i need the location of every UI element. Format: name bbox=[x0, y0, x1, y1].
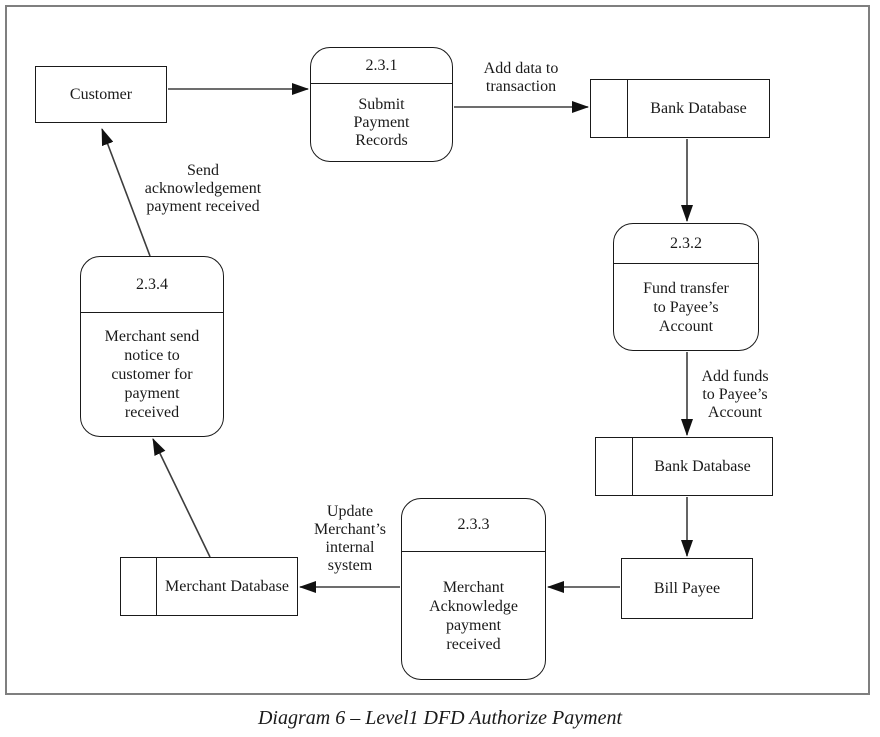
flow-p234-to-customer bbox=[101, 128, 151, 257]
datastore-label: Merchant Database bbox=[165, 577, 289, 595]
external-entity-customer: Customer bbox=[35, 66, 167, 123]
datastore-id-cell bbox=[596, 438, 633, 495]
process-number: 2.3.3 bbox=[402, 499, 545, 552]
external-entity-label: Bill Payee bbox=[653, 579, 721, 597]
datastore-label: Bank Database bbox=[654, 457, 751, 475]
process-label: Fund transfer to Payee’s Account bbox=[643, 279, 729, 335]
datastore-label: Bank Database bbox=[650, 99, 747, 117]
datastore-bank-database-2: Bank Database bbox=[595, 437, 773, 496]
datastore-merchant-database: Merchant Database bbox=[120, 557, 298, 616]
flow-label-add-funds: Add funds to Payee’s Account bbox=[701, 368, 769, 421]
process-number: 2.3.1 bbox=[311, 48, 452, 84]
datastore-bank-database-1: Bank Database bbox=[590, 79, 770, 138]
external-entity-label: Customer bbox=[69, 85, 133, 103]
process-submit-payment-records: 2.3.1 Submit Payment Records bbox=[310, 47, 453, 162]
flow-label-update-merchant: Update Merchant’s internal system bbox=[314, 503, 386, 574]
process-label: Merchant Acknowledge payment received bbox=[429, 578, 518, 653]
datastore-id-cell bbox=[121, 558, 157, 615]
process-fund-transfer: 2.3.2 Fund transfer to Payee’s Account bbox=[613, 223, 759, 351]
diagram-caption: Diagram 6 – Level1 DFD Authorize Payment bbox=[257, 707, 623, 729]
process-number: 2.3.4 bbox=[81, 257, 223, 313]
process-label: Merchant send notice to customer for pay… bbox=[104, 328, 200, 421]
process-label: Submit Payment Records bbox=[353, 95, 410, 149]
process-number: 2.3.2 bbox=[614, 224, 758, 264]
process-merchant-acknowledge: 2.3.3 Merchant Acknowledge payment recei… bbox=[401, 498, 546, 680]
datastore-id-cell bbox=[591, 80, 628, 137]
process-merchant-send-notice: 2.3.4 Merchant send notice to customer f… bbox=[80, 256, 224, 437]
flow-merchantdb-to-p234 bbox=[152, 438, 211, 558]
flow-label-send-ack: Send acknowledgement payment received bbox=[144, 162, 262, 215]
external-entity-bill-payee: Bill Payee bbox=[621, 558, 753, 619]
flow-label-add-data: Add data to transaction bbox=[483, 60, 559, 95]
